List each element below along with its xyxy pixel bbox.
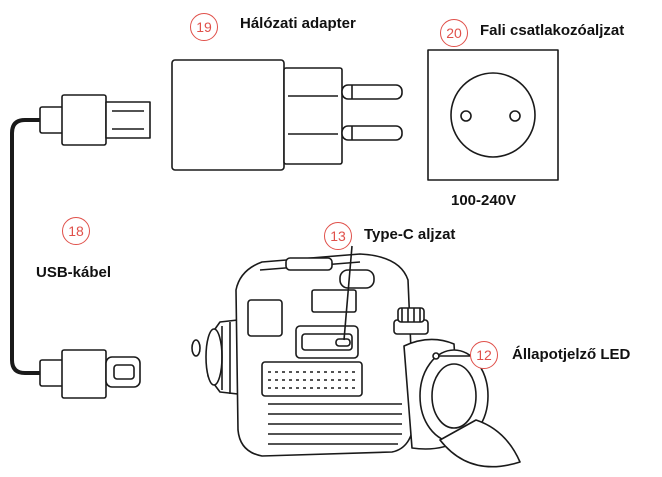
callout-number-led: 12 (470, 341, 498, 369)
adapter-label: Hálózati adapter (240, 15, 356, 32)
callout-number-socket: 20 (440, 19, 468, 47)
led-label: Állapotjelző LED (512, 346, 631, 363)
port-label: Type-C aljzat (364, 226, 456, 243)
callout-number-cable: 18 (62, 217, 90, 245)
cable-label: USB-kábel (36, 264, 112, 281)
monocular-device (191, 253, 521, 468)
callout-number-port: 13 (324, 222, 352, 250)
wall-socket (427, 49, 559, 181)
usb-cable (10, 94, 151, 399)
callout-number-adapter: 19 (190, 13, 218, 41)
voltage-label: 100-240V (451, 192, 517, 209)
socket-label: Fali csatlakozóaljzat (480, 22, 625, 39)
power-adapter (171, 59, 403, 171)
